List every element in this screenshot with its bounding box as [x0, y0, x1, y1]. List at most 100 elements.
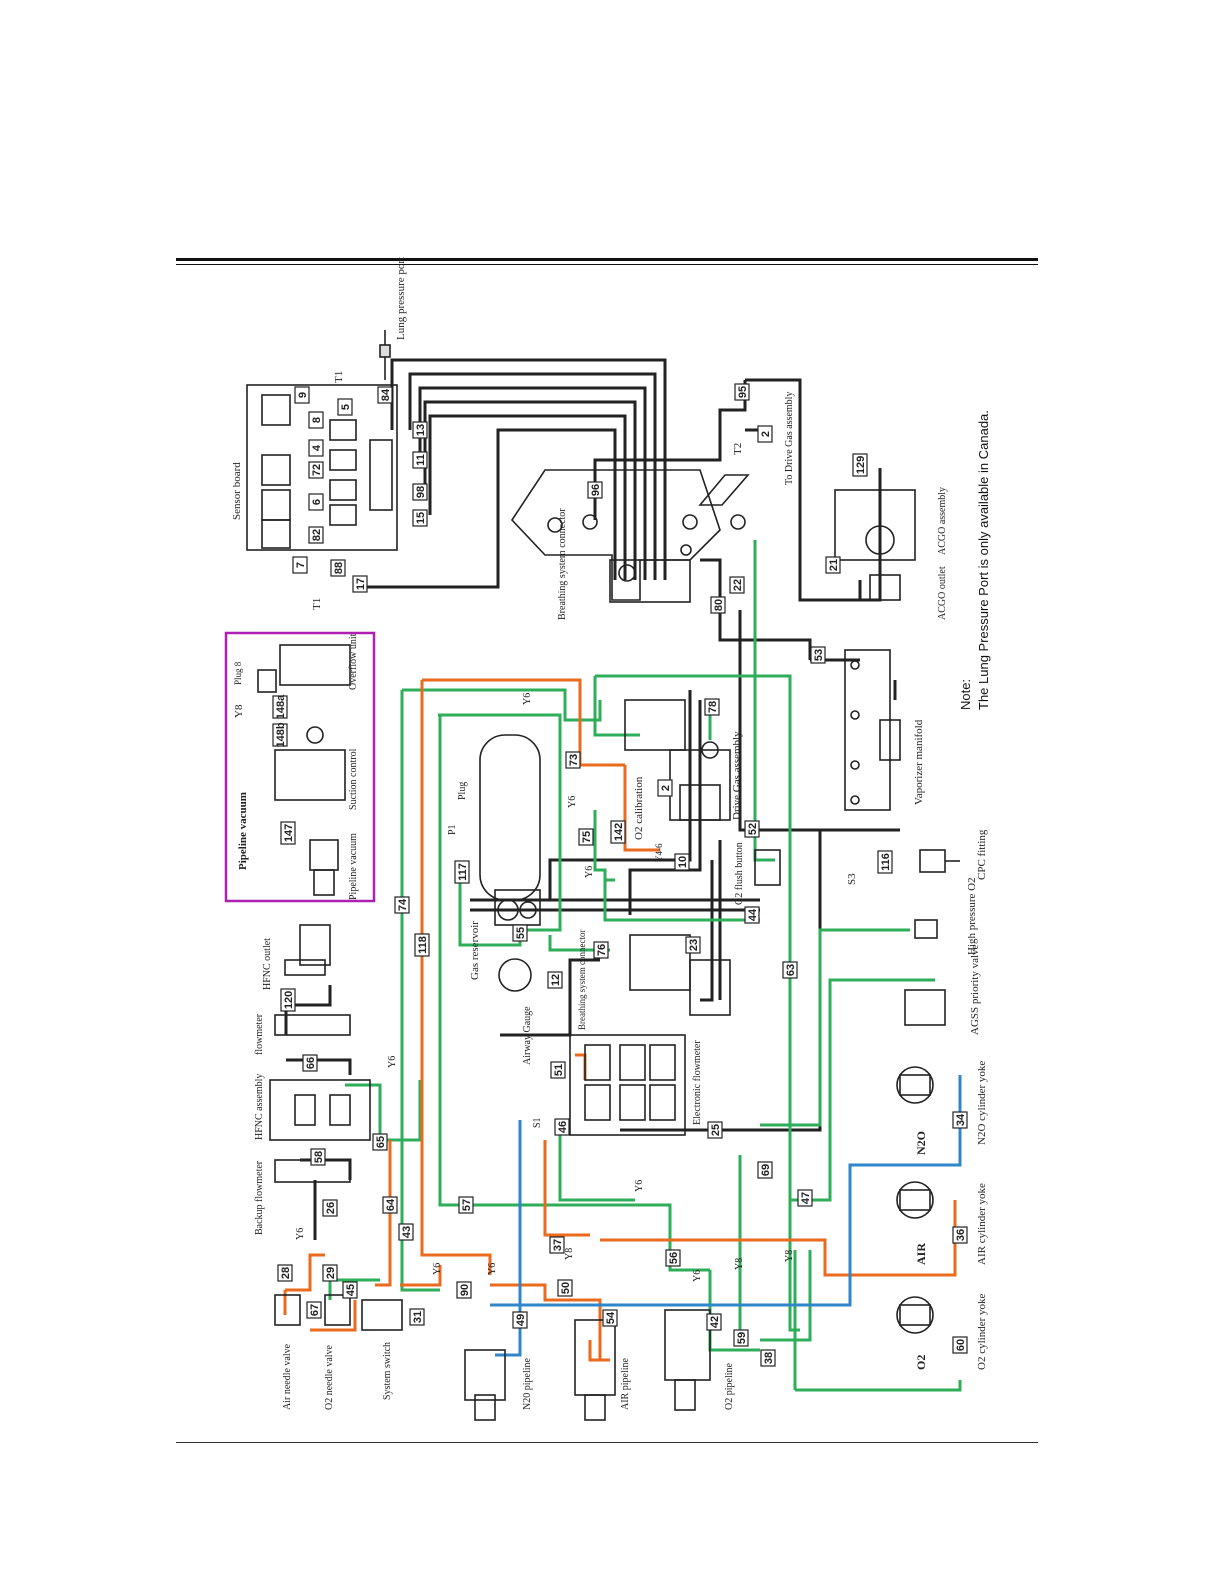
tube-tag: 9	[294, 386, 310, 404]
tube-tag: 38	[760, 1349, 776, 1367]
label-o2-yoke: O2 cylinder yoke	[976, 1294, 988, 1370]
tube-tag: 17	[352, 575, 368, 593]
tube-tag: 148b	[272, 722, 288, 748]
tube-tag-number: 50	[560, 1282, 572, 1294]
tube-tag-number: 47	[800, 1192, 812, 1204]
tube-tag: 129	[852, 453, 868, 477]
mark-air: AIR	[914, 1243, 928, 1265]
fitting-label: Y6	[487, 1263, 498, 1275]
tube-tag-number: 95	[737, 386, 749, 398]
tube-tag: 120	[280, 988, 296, 1012]
tube-tag: 147	[280, 821, 296, 845]
tube-tag-number: 55	[515, 927, 527, 939]
tube-tag-number: 7	[295, 562, 307, 568]
tube-tag-number: 120	[283, 991, 295, 1009]
tube-tag: 13	[412, 421, 428, 439]
tube-tag-number: 5	[340, 404, 352, 410]
tube-tag-number: 54	[605, 1311, 617, 1324]
tube-tag: 67	[306, 1301, 322, 1319]
tube-tag: 12	[547, 971, 563, 989]
tube-tag: 31	[409, 1308, 425, 1326]
tube-tag: 80	[710, 596, 726, 614]
tube-tag: 116	[877, 850, 893, 874]
label-n2o-pipeline: N20 pipeline	[522, 1358, 533, 1410]
tube-tag: 63	[782, 961, 798, 979]
label-o2-needle: O2 needle valve	[324, 1344, 335, 1410]
label-flowmeter: flowmeter	[254, 1013, 265, 1055]
header-rule	[176, 258, 1038, 261]
tube-tag-number: 17	[355, 578, 367, 590]
fitting-label: Y6	[387, 1056, 398, 1068]
label-drive-gas: Drive Gas assembly	[731, 731, 743, 820]
fitting-label: Y6	[295, 1228, 306, 1240]
tube-tag-number: 42	[709, 1316, 721, 1328]
tube-tag-number: 37	[552, 1239, 564, 1251]
fitting-label: Y8	[564, 1248, 575, 1260]
blue-tubing	[490, 1075, 962, 1357]
tube-tag-number: 44	[747, 908, 759, 921]
tube-tag: 84	[377, 386, 393, 404]
tube-tag-number: 28	[280, 1267, 292, 1279]
tube-tag: 76	[593, 941, 609, 959]
tube-tag: 60	[952, 1336, 968, 1354]
tube-tag: 29	[322, 1264, 338, 1282]
fitting-label: Y8	[734, 1258, 745, 1270]
tube-tag-number: 43	[401, 1226, 413, 1238]
tube-tag-number: 148b	[275, 722, 287, 747]
tube-tag-number: 88	[333, 562, 345, 574]
tube-tag-number: 80	[713, 599, 725, 611]
tube-tag-number: 82	[311, 529, 323, 541]
label-lung-pressure: Lung pressure port	[395, 257, 407, 340]
tube-tag-number: 59	[736, 1332, 748, 1344]
tube-tag-number: 84	[380, 388, 392, 401]
label-suction: Suction control	[348, 748, 359, 810]
label-y8-vac: Y8	[233, 704, 245, 718]
tube-tag: 117	[454, 860, 470, 884]
tube-tag-number: 76	[596, 944, 608, 956]
tube-tag-number: 67	[309, 1304, 321, 1316]
tube-tag: 7	[292, 556, 308, 574]
tube-tag: 4	[308, 439, 324, 457]
header-rule-thin	[176, 264, 1038, 265]
note-text: The Lung Pressure Port is only available…	[976, 410, 991, 710]
label-s1: S1	[532, 1117, 543, 1128]
tube-tag-number: 66	[305, 1057, 317, 1069]
tube-tag: 118	[414, 933, 430, 957]
tube-tag: 26	[322, 1199, 338, 1217]
label-vaporizer: Vaporizer manifold	[913, 719, 925, 805]
tube-tag-number: 53	[813, 649, 825, 661]
label-electronic-flowmeter: Electronic flowmeter	[692, 1040, 703, 1125]
tube-tag-number: 129	[855, 456, 867, 474]
tube-tag-number: 2	[660, 785, 672, 791]
label-n2o-yoke: N2O cylinder yoke	[976, 1061, 988, 1145]
tube-tag: 73	[565, 751, 581, 769]
tube-tag: 44	[744, 906, 760, 924]
fitting-label: Y6	[634, 1180, 645, 1192]
tube-tag: 142	[610, 820, 626, 844]
fitting-label: Y6	[432, 1263, 443, 1275]
label-cpc: CPC fitting	[976, 829, 988, 880]
label-gas-reservoir: Gas reservoir	[469, 921, 481, 980]
tube-tag-number: 22	[732, 579, 744, 591]
label-breathing-connector2: Breathing system connector	[577, 930, 587, 1030]
fitting-label: Y6	[567, 796, 578, 808]
tube-tag: 22	[729, 576, 745, 594]
tube-tag: 11	[412, 451, 428, 469]
component-labels: Sensor board Lung pressure port T1 T1 T2…	[231, 257, 991, 1410]
tube-tag: 65	[372, 1133, 388, 1151]
tube-tag-number: 90	[459, 1284, 471, 1296]
label-air-yoke: AIR cylinder yoke	[976, 1183, 988, 1265]
tube-tag: 53	[810, 646, 826, 664]
label-t1-bottom: T1	[311, 598, 323, 610]
tube-tag: 21	[825, 556, 841, 574]
tube-tag-number: 46	[557, 1121, 569, 1133]
footer-rule	[176, 1442, 1038, 1443]
tube-tag-number: 57	[461, 1199, 473, 1211]
tube-tag: 5	[337, 398, 353, 416]
tube-tag-number: 64	[385, 1198, 397, 1211]
components	[246, 330, 960, 1421]
tube-tag-number: 9	[297, 392, 309, 398]
mark-n2o: N2O	[914, 1131, 928, 1155]
label-t1-top: T1	[333, 371, 345, 383]
tube-tag: 10	[674, 853, 690, 871]
